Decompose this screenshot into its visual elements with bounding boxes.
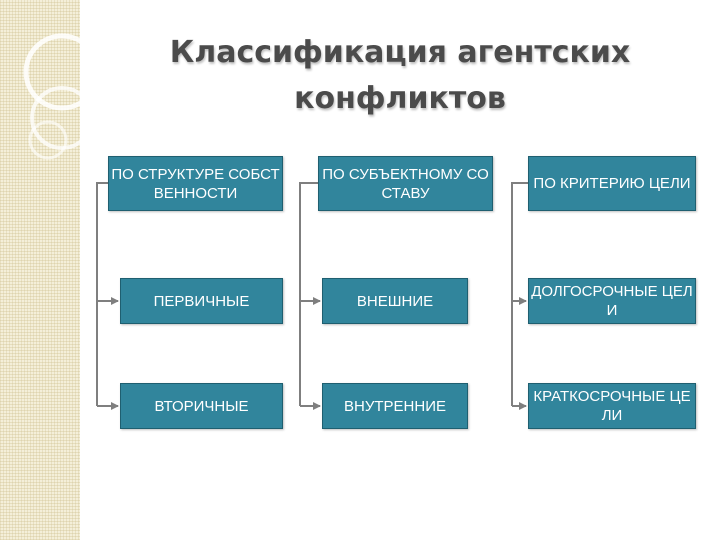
item-label: ПЕРВИЧНЫЕ xyxy=(154,292,250,311)
connector-col1-vertical xyxy=(97,183,108,406)
header-label: ПО СУБЪЕКТНОМУ СОСТАВУ xyxy=(319,165,492,203)
item-label: ДОЛГОСРОЧНЫЕ ЦЕЛИ xyxy=(529,282,695,320)
item-box-internal: ВНУТРЕННИЕ xyxy=(322,383,468,429)
header-box-goal-criterion: ПО КРИТЕРИЮ ЦЕЛИ xyxy=(528,156,696,211)
connector-col3-vertical xyxy=(512,183,528,406)
item-box-external: ВНЕШНИЕ xyxy=(322,278,468,324)
header-box-subject-composition: ПО СУБЪЕКТНОМУ СОСТАВУ xyxy=(318,156,493,211)
header-label: ПО КРИТЕРИЮ ЦЕЛИ xyxy=(533,174,690,193)
item-box-long-term-goals: ДОЛГОСРОЧНЫЕ ЦЕЛИ xyxy=(528,278,696,324)
item-label: ВНЕШНИЕ xyxy=(357,292,433,311)
item-box-primary: ПЕРВИЧНЫЕ xyxy=(120,278,283,324)
item-label: ВНУТРЕННИЕ xyxy=(344,397,446,416)
header-label: ПО СТРУКТУРЕ СОБСТВЕННОСТИ xyxy=(109,165,282,203)
item-label: КРАТКОСРОЧНЫЕ ЦЕЛИ xyxy=(529,387,695,425)
connector-col2-vertical xyxy=(300,183,318,406)
item-box-short-term-goals: КРАТКОСРОЧНЫЕ ЦЕЛИ xyxy=(528,383,696,429)
header-box-ownership-structure: ПО СТРУКТУРЕ СОБСТВЕННОСТИ xyxy=(108,156,283,211)
item-box-secondary: ВТОРИЧНЫЕ xyxy=(120,383,283,429)
item-label: ВТОРИЧНЫЕ xyxy=(154,397,248,416)
